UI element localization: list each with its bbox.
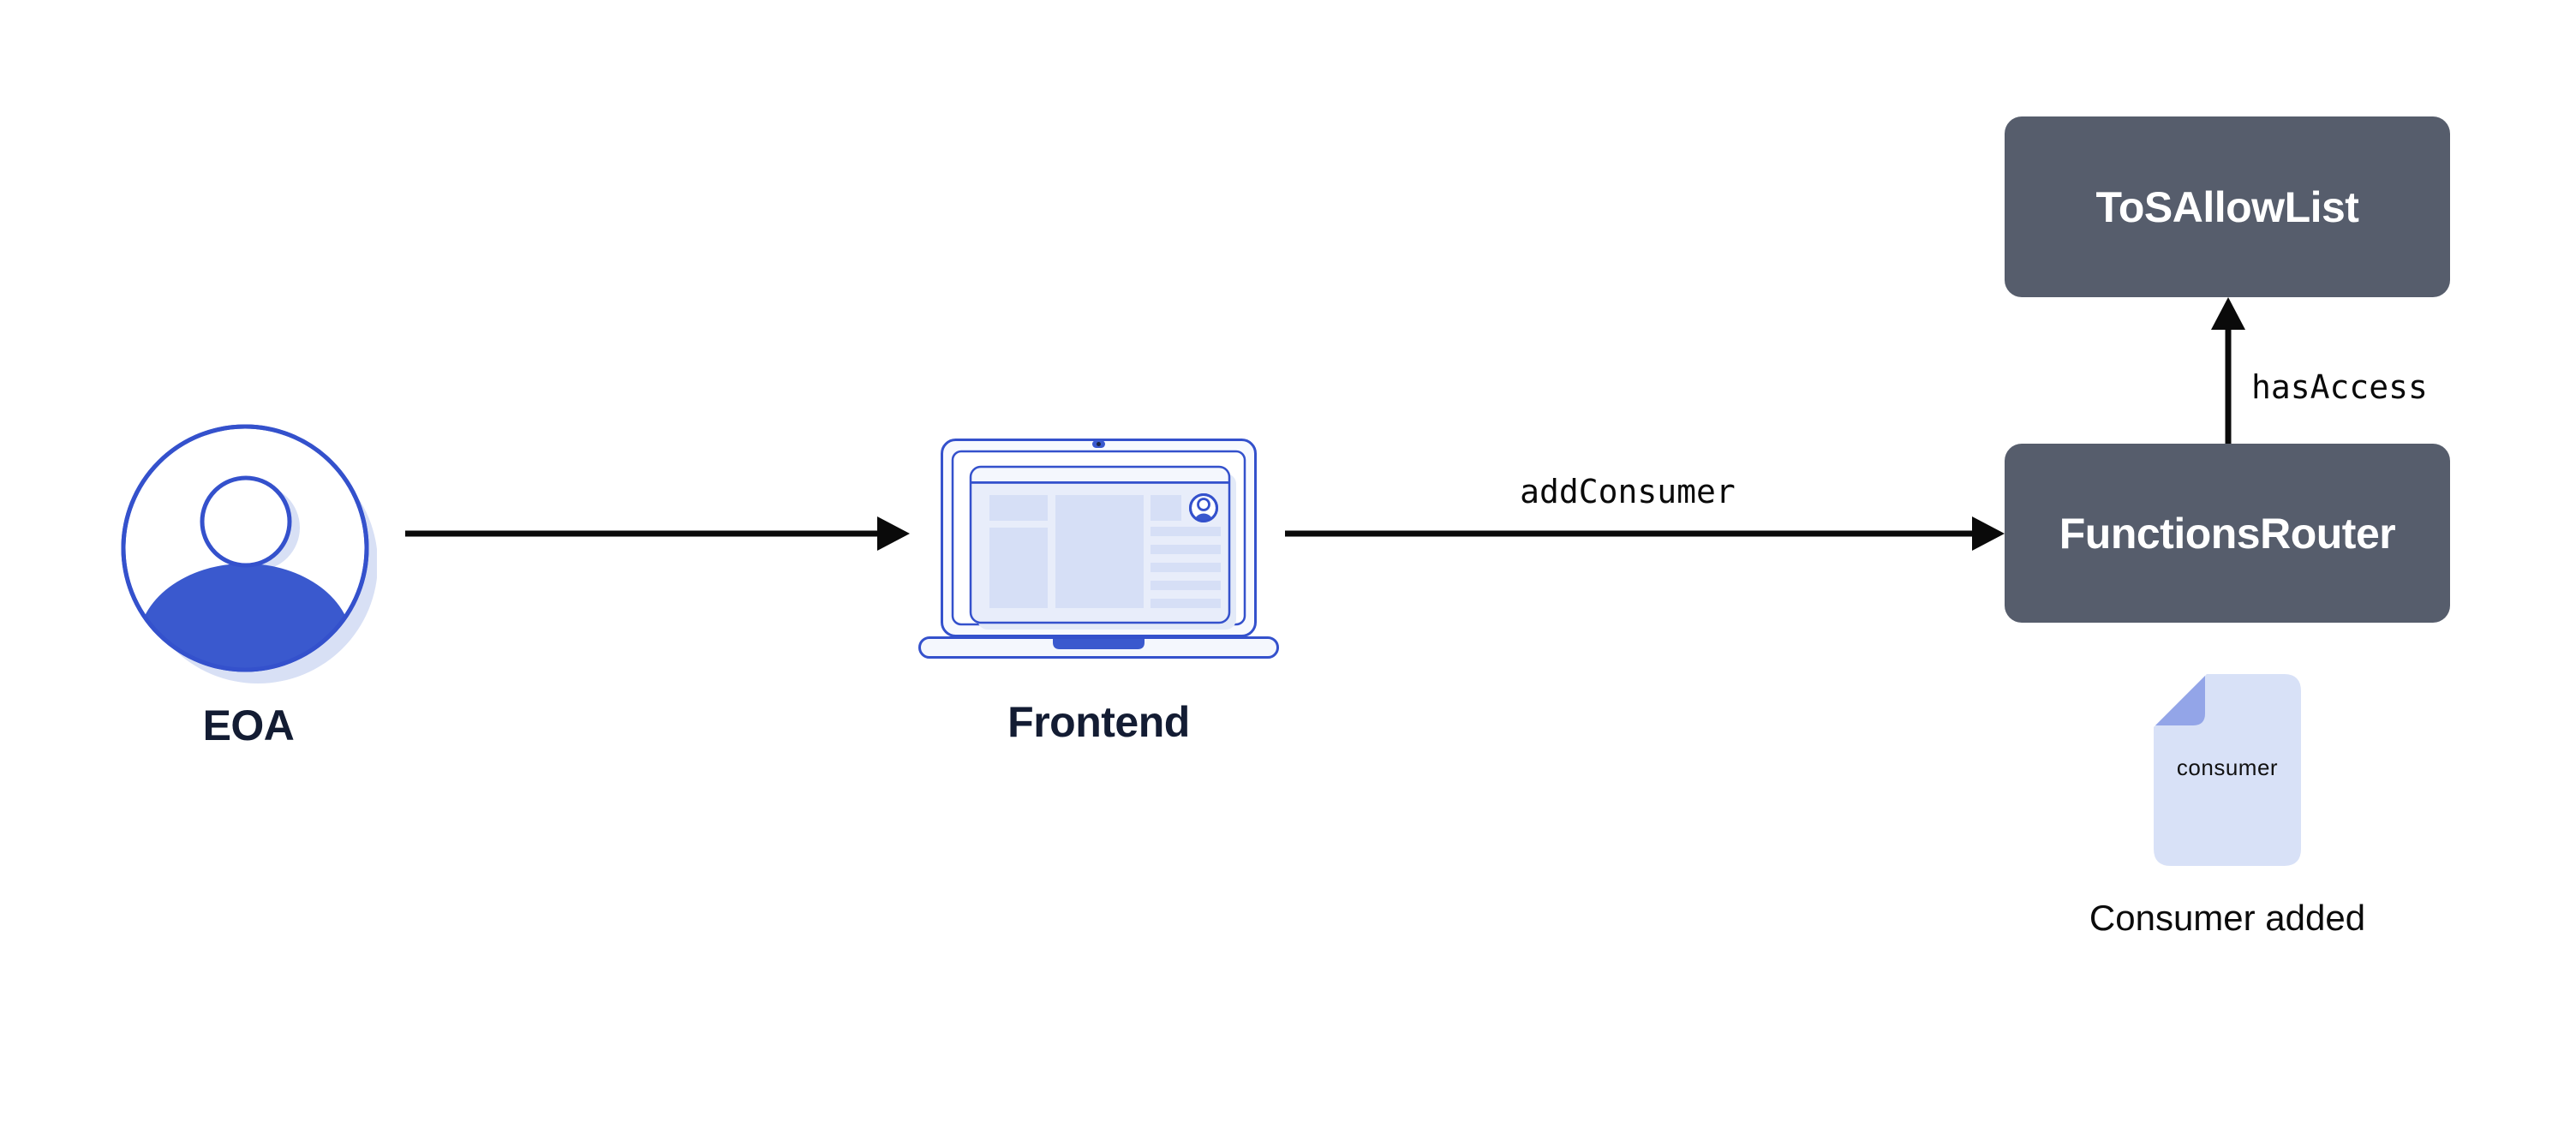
node-tos-allow-list: ToSAllowList bbox=[2005, 116, 2450, 297]
hasaccess-edge-label: hasAccess bbox=[2251, 368, 2428, 406]
document-title: consumer bbox=[2176, 755, 2279, 780]
eoa-label: EOA bbox=[202, 701, 295, 749]
addconsumer-edge-label: addConsumer bbox=[1520, 473, 1736, 510]
tos-allow-list-label: ToSAllowList bbox=[2095, 182, 2359, 231]
document-icon bbox=[2154, 674, 2301, 866]
browser-user-icon bbox=[1189, 493, 1218, 522]
laptop-icon bbox=[918, 439, 1279, 659]
frontend-label: Frontend bbox=[1007, 698, 1190, 746]
arrow-frontend-to-router bbox=[1285, 516, 2005, 551]
functions-router-label: FunctionsRouter bbox=[2059, 509, 2396, 558]
arrow-eoa-to-frontend bbox=[405, 516, 910, 551]
node-functions-router: FunctionsRouter bbox=[2005, 444, 2450, 623]
consumer-added-caption: Consumer added bbox=[2089, 898, 2366, 938]
arrow-router-to-allowlist bbox=[2211, 297, 2245, 444]
user-avatar-icon bbox=[121, 424, 377, 683]
